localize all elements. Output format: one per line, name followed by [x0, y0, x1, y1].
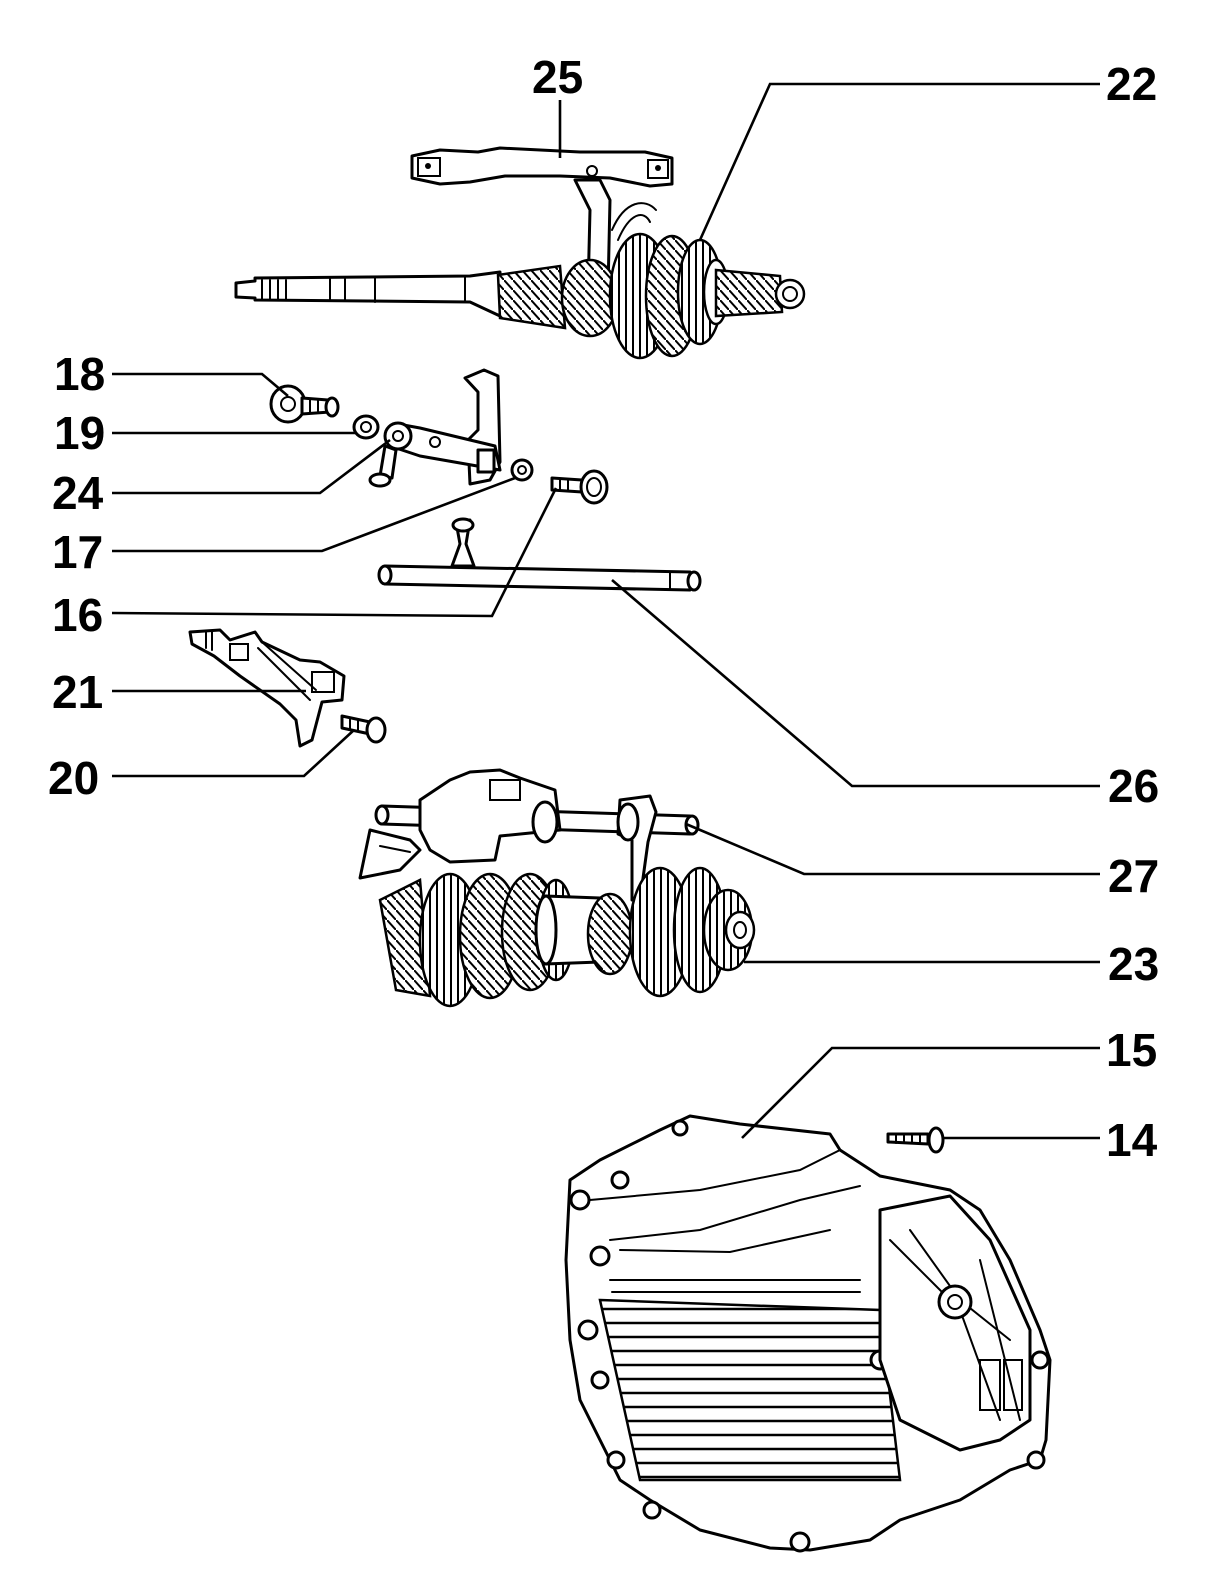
- callout-21: 21: [52, 666, 103, 718]
- callout-27: 27: [1108, 850, 1159, 902]
- leader-16: [111, 487, 558, 618]
- leader-lines: [111, 82, 1100, 1140]
- callout-18: 18: [54, 348, 105, 400]
- part-21-switch-bracket: [188, 628, 346, 748]
- leader-24: [112, 438, 391, 495]
- callout-23: 23: [1108, 938, 1159, 990]
- callout-20: 20: [48, 752, 99, 804]
- callout-17: 17: [52, 526, 103, 578]
- leader-20: [112, 729, 355, 778]
- part-15-gearbox-housing: [564, 1114, 1052, 1553]
- part-20-screw: [340, 714, 387, 744]
- callout-25: 25: [532, 51, 583, 103]
- leader-15: [741, 1046, 1100, 1139]
- part-22-mainshaft: [234, 232, 806, 360]
- part-25-shift-fork: [410, 146, 674, 302]
- part-18-plug: [269, 384, 340, 424]
- part-16-bolt: [550, 469, 609, 505]
- leader-26: [611, 579, 1100, 788]
- leader-22: [698, 82, 1100, 241]
- part-14-bolt: [886, 1126, 945, 1154]
- part-26-selector-rod: [377, 517, 702, 592]
- callout-15: 15: [1106, 1024, 1157, 1076]
- part-27-selector-shaft-assembly: [358, 768, 700, 902]
- callout-24: 24: [52, 467, 104, 519]
- callout-26: 26: [1108, 760, 1159, 812]
- part-23-layshaft: [378, 866, 756, 1008]
- callout-19: 19: [54, 407, 105, 459]
- leader-17: [112, 476, 516, 553]
- callout-labels: 25 22 18 19 24 17 16 21 20 26 27 23 15 1…: [48, 51, 1159, 1166]
- part-24-shift-lever: [368, 368, 502, 488]
- leader-18: [112, 372, 289, 397]
- callout-22: 22: [1106, 58, 1157, 110]
- callout-16: 16: [52, 589, 103, 641]
- part-17-washer: [510, 458, 534, 482]
- part-19-washer: [352, 414, 380, 440]
- leader-27: [685, 822, 1100, 876]
- callout-14: 14: [1106, 1114, 1158, 1166]
